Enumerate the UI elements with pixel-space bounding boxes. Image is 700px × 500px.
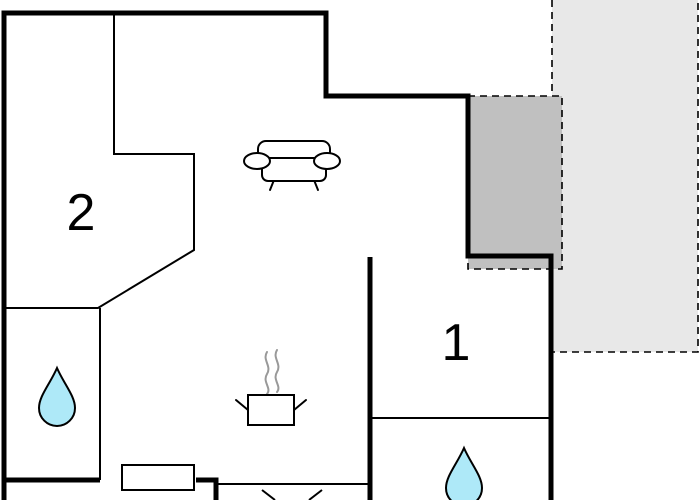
bottom-wall bbox=[4, 477, 219, 500]
sofa-icon bbox=[243, 140, 341, 191]
exterior-walls bbox=[1, 10, 554, 500]
cooking-pot-icon bbox=[235, 349, 307, 426]
interior-walls bbox=[4, 13, 551, 480]
water-drop-icon bbox=[444, 445, 484, 500]
room-label-1: 1 bbox=[442, 314, 471, 372]
room-label-2: 2 bbox=[67, 184, 96, 242]
terrace-area bbox=[551, 0, 699, 353]
water-drop-icon bbox=[37, 365, 77, 427]
door-swing bbox=[218, 483, 370, 500]
window bbox=[121, 464, 195, 491]
covered-area bbox=[467, 95, 563, 270]
